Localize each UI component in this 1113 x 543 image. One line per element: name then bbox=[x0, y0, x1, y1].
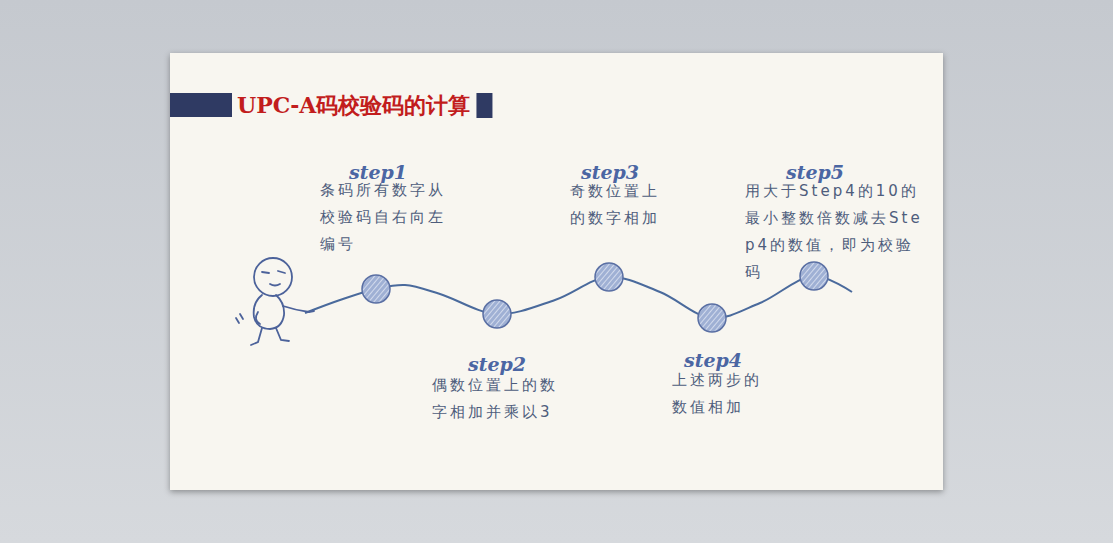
step-heading: step4 bbox=[663, 348, 763, 372]
step-heading: step3 bbox=[560, 160, 660, 184]
step-dot bbox=[698, 304, 726, 332]
step-description: 用大于Step4的10的最小整数倍数减去Step4的数值，即为校验码 bbox=[745, 178, 925, 286]
step-description: 上述两步的数值相加 bbox=[672, 367, 770, 421]
title-square bbox=[476, 93, 492, 118]
step-description: 奇数位置上的数字相加 bbox=[570, 178, 668, 232]
stick-figure bbox=[236, 258, 314, 345]
step-heading: step5 bbox=[765, 160, 865, 184]
step-description: 条码所有数字从校验码自右向左编号 bbox=[320, 177, 455, 258]
step-heading: step1 bbox=[328, 160, 428, 184]
step-dot bbox=[362, 275, 390, 303]
timeline-wave bbox=[305, 276, 852, 318]
slide-title: UPC-A码校验码的计算 bbox=[237, 92, 470, 118]
step-heading: step2 bbox=[447, 352, 547, 376]
step-description: 偶数位置上的数字相加并乘以3 bbox=[432, 372, 567, 426]
step-dot bbox=[800, 262, 828, 290]
step-dot bbox=[483, 300, 511, 328]
step-dot bbox=[595, 263, 623, 291]
title-bar bbox=[170, 93, 232, 117]
